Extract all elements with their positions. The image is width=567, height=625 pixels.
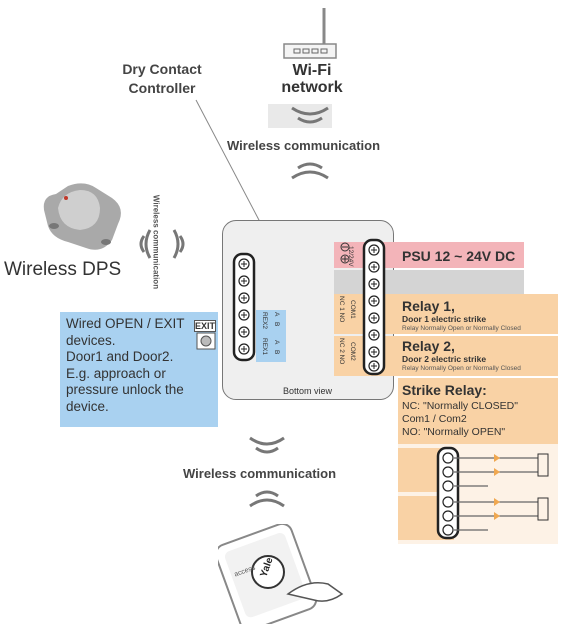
relay1-note: Relay Normally Open or Normally Closed [402,325,521,332]
dps-waves-left-icon [139,229,152,259]
dps-sensor-icon [43,183,121,250]
strike-nc: NC: "Normally CLOSED" [402,400,518,412]
wifi-label: Wi-Fi network [281,62,343,96]
wifi-waves-top-icon [291,106,329,124]
rex1-label: REX1 [261,338,268,355]
psu-label: PSU 12 ~ 24V DC [402,248,516,264]
rex2-b: B [273,322,280,327]
strike-relay-box [398,378,558,444]
router-icon [283,8,337,59]
wired-devices-box: Wired OPEN / EXIT devices. Door1 and Doo… [60,312,218,427]
relay2-subtitle: Door 2 electric strike [402,354,487,364]
relay2-com-label: COM2 [349,342,356,361]
strike-wiring-diagram [398,444,558,544]
dps-label: Wireless DPS [4,259,122,280]
dps-waves-right-icon [172,229,185,259]
wireless-vertical-label: Wireless communication [151,194,161,290]
terminal-block-left [232,252,256,362]
relay2-terminal-label: NC 2 NO [338,338,345,365]
rex-blue-panel [256,310,286,362]
terminal-block-right [362,238,386,376]
strike-title: Strike Relay: [402,382,487,398]
wifi-waves-bottom2-icon [249,490,285,508]
relay2-title: Relay 2, [402,338,455,354]
relay2-note: Relay Normally Open or Normally Closed [402,365,521,372]
strike-com: Com1 / Com2 [402,413,467,425]
exit-button-label: EXIT [194,320,216,332]
ground-symbols [340,242,350,264]
relay1-com-label: COM1 [349,300,356,319]
relay1-subtitle: Door 1 electric strike [402,314,487,324]
wireless-top-label: Wireless communication [227,138,381,153]
relay1-terminal-label: NC 1 NO [338,296,345,323]
strike-no: NO: "Normally OPEN" [402,426,506,438]
wifi-waves-top2-icon [291,162,329,180]
dry-contact-label: Dry Contact Controller [122,61,202,96]
bottom-view-label: Bottom view [283,386,333,396]
rex1-b: B [273,350,280,355]
rex2-label: REX2 [261,312,268,329]
exit-button-icon [196,332,216,350]
wifi-waves-bottom-icon [249,436,285,454]
relay1-title: Relay 1, [402,298,455,314]
phone-app-icon [218,524,344,624]
rex1-a: A [273,340,280,345]
rex2-a: A [273,312,280,317]
wireless-bottom-label: Wireless communication [183,466,337,481]
